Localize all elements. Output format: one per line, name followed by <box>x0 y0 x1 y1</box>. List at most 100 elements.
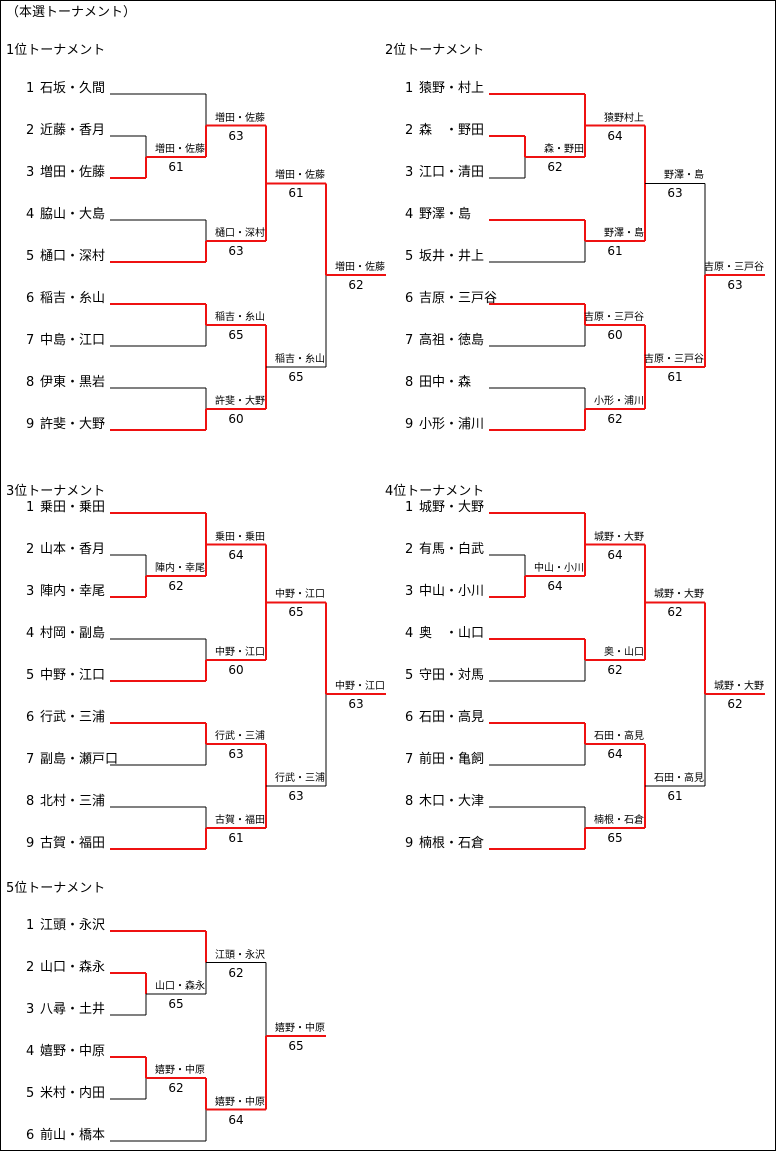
match-score: 63 <box>288 789 304 803</box>
seed-number: 5 <box>26 249 35 264</box>
entry-row: 6 前山・橋本 <box>26 1128 105 1144</box>
match-score: 62 <box>547 160 563 174</box>
pair-name: 副島・瀬戸口 <box>40 752 119 767</box>
seed-number: 2 <box>26 960 35 975</box>
seed-number: 1 <box>26 500 35 515</box>
winner-name: 増田・佐藤 <box>155 144 205 155</box>
tournament-title: 2位トーナメント <box>385 43 485 58</box>
winner-name: 稲吉・糸山 <box>215 312 265 323</box>
seed-number: 4 <box>26 626 35 641</box>
match-score: 64 <box>547 579 563 593</box>
winner-name: 城野・大野 <box>594 531 644 543</box>
match-score: 63 <box>228 128 244 143</box>
pair-name: 中島・江口 <box>40 333 106 348</box>
match-score: 60 <box>228 663 244 677</box>
pair-name: 坂井・井上 <box>419 249 485 264</box>
match-score: 65 <box>288 1039 304 1053</box>
pair-name: 前山・橋本 <box>40 1128 106 1143</box>
pair-name: 米村・内田 <box>40 1086 106 1101</box>
seed-number: 3 <box>26 584 35 599</box>
entry-row: 8 北村・三浦 <box>26 794 105 810</box>
pair-name: 小形・浦川 <box>419 417 485 432</box>
seed-number: 1 <box>405 81 414 96</box>
winner-name: 中野・江口 <box>275 589 325 601</box>
winner-name: 許斐・大野 <box>215 396 265 407</box>
entry-row: 5 坂井・井上 <box>405 249 484 265</box>
pair-name: 木口・大津 <box>419 794 485 809</box>
seed-number: 4 <box>26 1044 35 1059</box>
seed-number: 5 <box>26 1086 35 1101</box>
match-score: 65 <box>288 605 304 620</box>
winner-name: 野澤・島 <box>664 170 704 182</box>
match-score: 61 <box>228 831 244 845</box>
winner-name: 小形・浦川 <box>594 396 644 407</box>
match-score: 63 <box>667 186 683 201</box>
seed-number: 5 <box>405 249 414 264</box>
seed-number: 9 <box>26 417 35 432</box>
seed-number: 2 <box>26 542 35 557</box>
tournament-title: 1位トーナメント <box>6 43 106 58</box>
winner-name: 嬉野・中原 <box>215 1096 265 1108</box>
match-score: 63 <box>228 747 244 761</box>
seed-number: 2 <box>26 123 35 138</box>
match-score: 62 <box>607 663 623 677</box>
seed-number: 4 <box>26 207 35 222</box>
winner-name: 吉原・三戸谷 <box>704 262 764 274</box>
winner-name: 奥・山口 <box>604 647 644 658</box>
seed-number: 4 <box>405 207 414 222</box>
seed-number: 7 <box>405 333 414 348</box>
pair-name: 猿野・村上 <box>419 81 485 96</box>
winner-name: 増田・佐藤 <box>335 262 385 274</box>
match-score: 62 <box>348 278 364 293</box>
pair-name: 稲吉・糸山 <box>40 291 106 306</box>
match-score: 60 <box>228 412 244 426</box>
seed-number: 1 <box>26 81 35 96</box>
pair-name: 嬉野・中原 <box>40 1044 106 1059</box>
winner-name: 中野・江口 <box>215 647 265 658</box>
winner-name: 陣内・幸尾 <box>155 563 205 574</box>
pair-name: 北村・三浦 <box>40 794 106 809</box>
match-score: 64 <box>228 1112 244 1127</box>
winner-name: 樋口・深村 <box>215 228 265 239</box>
pair-name: 有馬・白武 <box>419 542 485 557</box>
match-score: 62 <box>727 697 743 712</box>
winner-name: 稲吉・糸山 <box>275 354 325 365</box>
pair-name: 陣内・幸尾 <box>40 584 106 599</box>
match-score: 64 <box>607 747 623 761</box>
match-score: 61 <box>607 244 623 258</box>
pair-name: 高祖・徳島 <box>419 333 485 348</box>
winner-name: 中山・小川 <box>534 563 584 574</box>
pair-name: 楠根・石倉 <box>419 836 485 851</box>
match-score: 63 <box>348 697 364 712</box>
winner-name: 行武・三浦 <box>275 773 325 784</box>
match-score: 62 <box>228 965 244 980</box>
seed-number: 6 <box>405 291 414 306</box>
seed-number: 8 <box>26 375 35 390</box>
match-score: 62 <box>667 605 683 620</box>
seed-number: 6 <box>26 1128 35 1143</box>
seed-number: 9 <box>405 417 414 432</box>
winner-name: 城野・大野 <box>714 681 764 693</box>
page-header: （本選トーナメント） <box>6 5 137 20</box>
match-score: 65 <box>607 831 623 845</box>
seed-number: 8 <box>26 794 35 809</box>
match-score: 62 <box>607 412 623 426</box>
entry-row: 1 猿野・村上 <box>405 81 484 97</box>
seed-number: 3 <box>26 1002 35 1017</box>
pair-name: 増田・佐藤 <box>40 165 106 180</box>
pair-name: 山本・香月 <box>40 542 106 557</box>
winner-name: 古賀・福田 <box>215 815 265 826</box>
seed-number: 8 <box>405 375 414 390</box>
winner-name: 猿野村上 <box>604 112 644 124</box>
seed-number: 4 <box>405 626 414 641</box>
